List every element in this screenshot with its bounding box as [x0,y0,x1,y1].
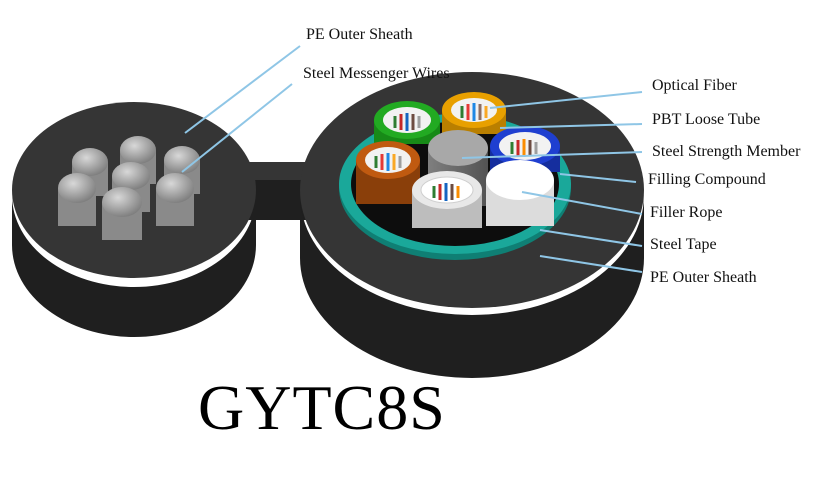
messenger-wire [58,173,96,226]
cable-model-title: GYTC8S [198,372,446,443]
leader-steel-strength-member [461,151,643,159]
leader-filling-compound [559,173,637,183]
label-pe-outer-sheath-left: PE Outer Sheath [306,26,413,43]
leader-pbt-loose-tube [499,123,643,129]
loose-tube-green [374,101,440,144]
leader-pe-outer-sheath-left [184,45,301,134]
leader-steel-messenger-wires [181,83,293,173]
label-pe-outer-sheath-right: PE Outer Sheath [650,269,757,286]
leader-optical-fiber [489,91,643,109]
label-filling-compound: Filling Compound [648,171,766,188]
label-steel-messenger-wires: Steel Messenger Wires [303,65,450,82]
loose-tube-brown [356,141,420,204]
leader-pe-outer-sheath-right [539,255,643,273]
label-steel-strength-member: Steel Strength Member [652,143,801,160]
leader-filler-rope [521,191,643,215]
loose-tube-orange [442,92,506,134]
leader-steel-tape [539,229,643,247]
filler-rope [486,160,554,226]
label-filler-rope: Filler Rope [650,204,723,221]
loose-tube-white [412,171,482,228]
messenger-wire [102,187,142,240]
label-optical-fiber: Optical Fiber [652,77,737,94]
leader-lines [181,45,643,273]
label-pbt-loose-tube: PBT Loose Tube [652,111,761,128]
steel-messenger-wires [58,136,200,240]
messenger-wire [156,173,194,226]
label-steel-tape: Steel Tape [650,236,717,253]
